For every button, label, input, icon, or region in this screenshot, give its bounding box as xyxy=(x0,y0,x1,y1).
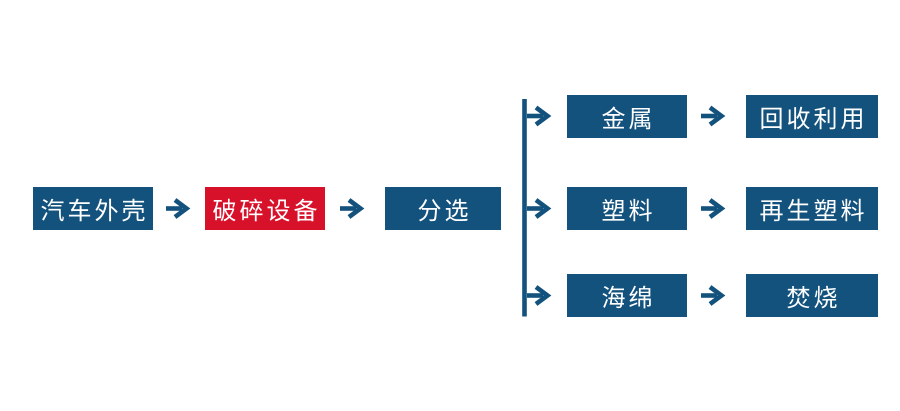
node-metal: 金属 xyxy=(567,95,687,138)
arrow-right-icon xyxy=(340,200,361,217)
node-sponge: 海绵 xyxy=(567,274,687,317)
node-car-shell: 汽车外壳 xyxy=(33,187,153,230)
node-sorting: 分选 xyxy=(385,187,501,230)
node-plastic: 塑料 xyxy=(567,187,687,230)
arrow-right-icon xyxy=(701,287,722,304)
arrow-right-icon xyxy=(701,200,722,217)
node-crushing-equipment: 破碎设备 xyxy=(205,187,325,230)
arrow-right-icon xyxy=(527,287,548,304)
arrow-right-icon xyxy=(701,108,722,125)
arrow-right-icon xyxy=(527,108,548,125)
arrow-right-icon xyxy=(166,200,187,217)
node-incineration: 焚烧 xyxy=(746,274,878,317)
node-recycling: 回收利用 xyxy=(746,95,878,138)
node-recycled-plastic: 再生塑料 xyxy=(746,187,878,230)
arrow-right-icon xyxy=(527,200,548,217)
